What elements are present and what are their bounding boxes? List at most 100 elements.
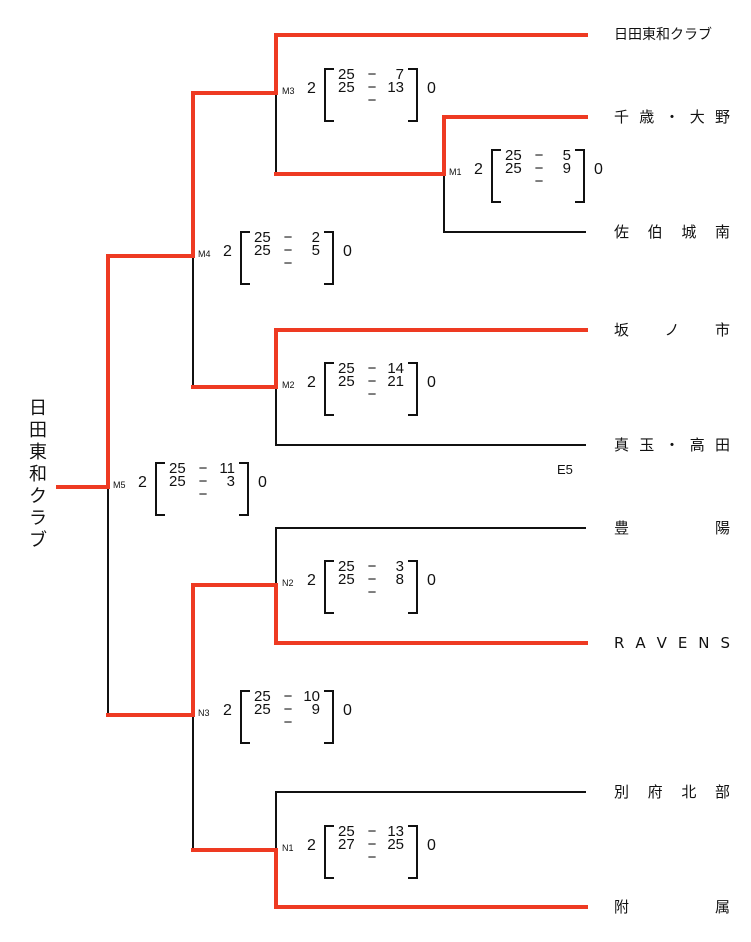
sets-won-loser: 0 [258,474,267,491]
score-bracket-right [575,149,585,203]
line-t6 [275,527,586,585]
score-bracket-left [324,560,334,614]
team-name-char: 大 [689,108,705,126]
set-score-row: − [169,487,239,502]
score-winner: 27 [338,836,355,853]
set-score-row: − [338,93,408,108]
team-name-char: 伯 [647,223,663,241]
line-t3 [443,174,586,233]
team-name: 真玉・高田 [614,435,730,455]
score-loser: 7 [395,66,404,83]
score-bracket-right [408,560,418,614]
set-score-row: 25−21 [338,373,408,390]
score-dash: − [534,173,544,190]
annotation-e5: E5 [557,462,573,477]
sets-won-loser: 0 [427,837,436,854]
score-loser: 13 [387,823,404,840]
score-winner: 25 [254,229,271,246]
score-winner: 25 [505,147,522,164]
match-code: M1 [449,167,462,177]
score-loser: 11 [219,460,235,477]
team-name-char: S [720,634,730,652]
team-name-char: ノ [664,321,680,339]
sets-won-loser: 0 [427,572,436,589]
team-name-char: 附 [614,898,630,916]
set-score-row: − [505,173,575,190]
winner-line-t2 [274,115,588,176]
score-dash: − [534,147,544,164]
match-code: N3 [198,708,210,718]
score-dash: − [283,701,293,718]
team-name-char: 千 [614,108,630,126]
sets-won-winner: 2 [223,702,232,719]
team-name-char: 歳 [639,108,655,126]
score-winner [169,488,193,501]
team-name: 千歳・大野 [614,107,730,127]
score-winner: 25 [254,701,271,718]
team-name-char: 市 [714,321,730,339]
score-winner: 25 [169,473,186,490]
team-name: 豊陽 [614,518,730,538]
score-dash: − [367,571,377,588]
match-code: N2 [282,578,294,588]
score-loser: 3 [395,558,404,575]
score-loser: 8 [395,571,404,588]
score-winner: 25 [338,66,355,83]
team-name: 坂ノ市 [614,320,730,340]
set-score-row: − [338,387,408,402]
team-name-char: 豊 [614,519,630,537]
set-score-row: − [254,256,324,271]
score-winner [254,257,278,270]
sets-won-loser: 0 [427,374,436,391]
team-name-char: 高 [689,436,705,454]
set-score-row: − [338,585,408,600]
score-dash: − [367,823,377,840]
score-dash: − [367,836,377,853]
score-winner [505,175,529,188]
team-name-char: ・ [664,436,680,454]
team-name-char: 属 [714,898,730,916]
set-score-row: 27−25 [338,836,408,853]
team-name: 佐伯城南 [614,222,730,242]
team-name-char: 真 [614,436,630,454]
score-dash: − [367,558,377,575]
match-code: M3 [282,86,295,96]
match-code: M5 [113,480,126,490]
set-score-row: − [254,715,324,730]
champion-label: 日田東和クラブ [29,398,47,551]
score-winner: 25 [254,242,271,259]
sets-won-winner: 2 [307,80,316,97]
sets-won-loser: 0 [427,80,436,97]
score-winner: 25 [338,823,355,840]
score-bracket-left [155,462,165,516]
match-code: N1 [282,843,294,853]
score-winner: 25 [505,160,522,177]
winner-line-t9 [191,848,588,909]
score-winner: 25 [169,460,186,477]
set-score-row: 25−7 [338,66,408,83]
set-score-row: 25−9 [254,701,324,718]
score-winner [338,94,362,107]
score-dash: − [198,473,208,490]
score-loser [298,257,320,270]
score-winner: 25 [338,558,355,575]
score-bracket-left [324,68,334,122]
team-name-char: 田 [714,436,730,454]
score-bracket-left [324,362,334,416]
score-loser: 5 [562,147,571,164]
sets-won-winner: 2 [223,243,232,260]
score-bracket-right [408,825,418,879]
sets-won-loser: 0 [343,243,352,260]
score-loser: 10 [303,688,320,705]
set-score-row: 25− 5 [505,147,575,164]
team-name-char: 佐 [614,223,630,241]
sets-won-loser: 0 [343,702,352,719]
score-loser: 21 [387,373,404,390]
score-bracket-right [324,231,334,285]
sets-won-winner: 2 [307,374,316,391]
